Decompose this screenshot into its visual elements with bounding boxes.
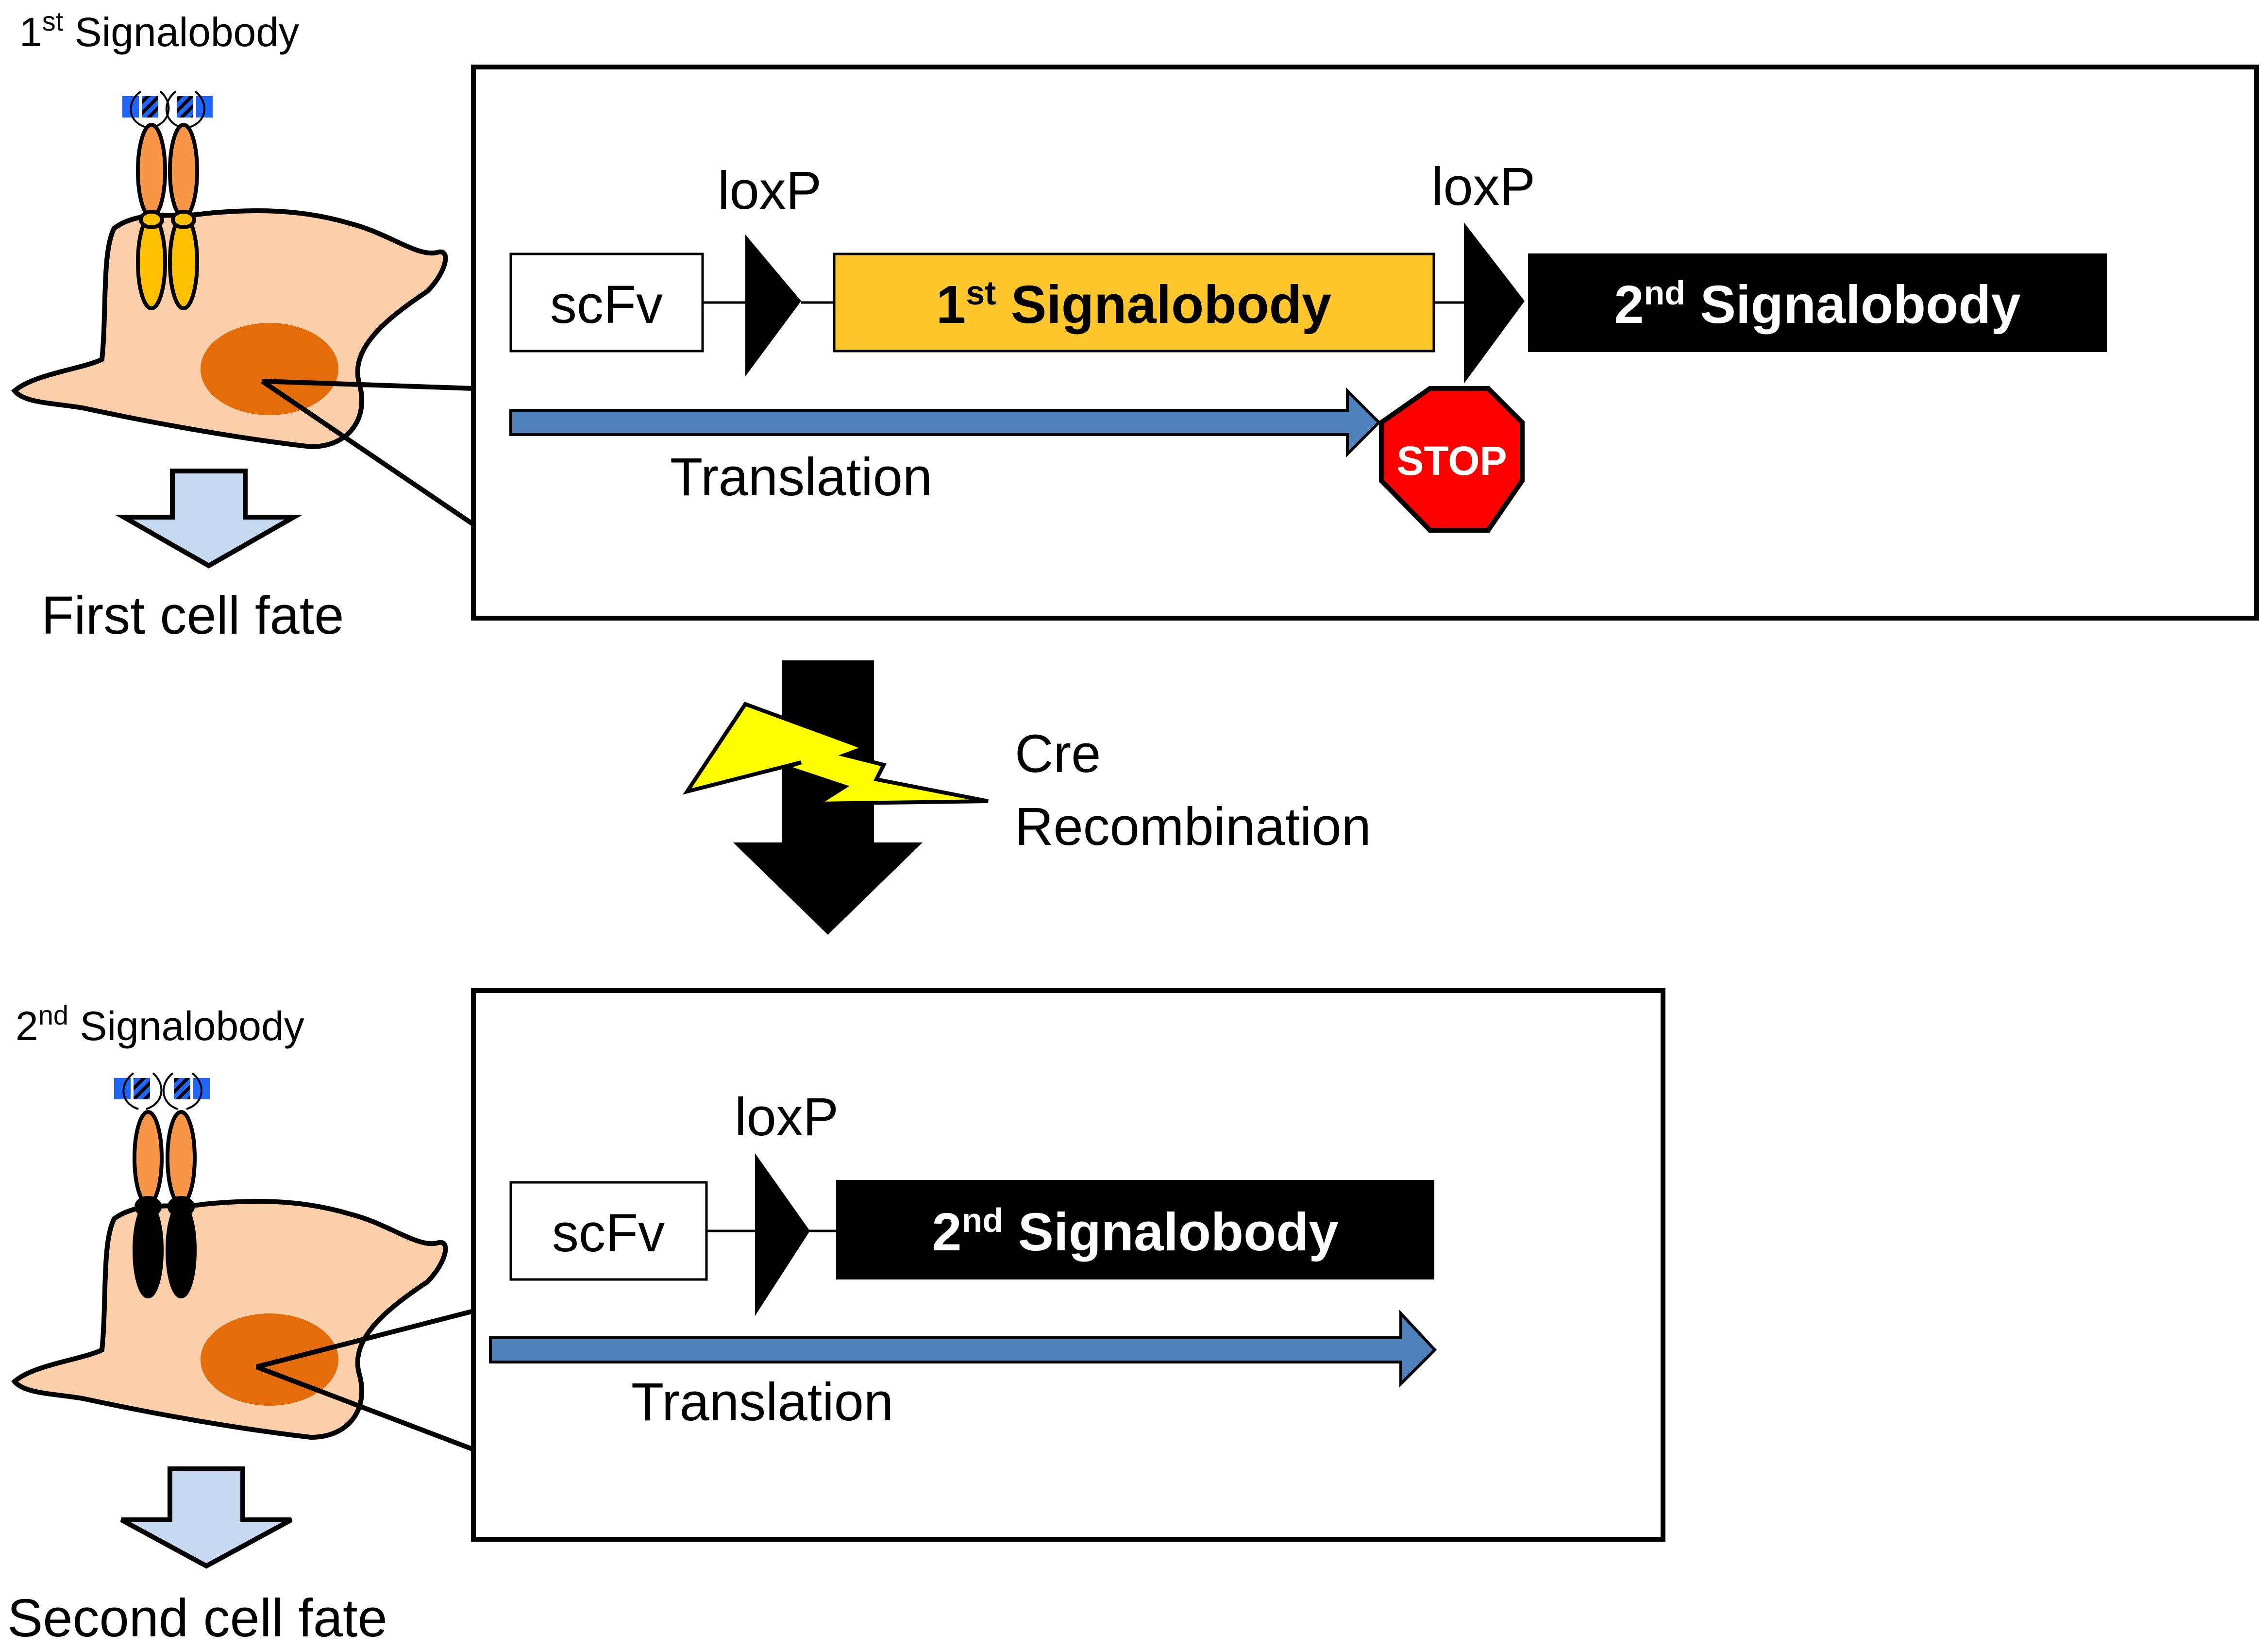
second-antigen-tags [114, 1072, 210, 1110]
top-second-signalobody-gene-label: 2nd Signalobody [1614, 274, 2020, 335]
top-scfv-box [509, 252, 704, 353]
first-signalobody-cell-label: 1st Signalobody [19, 6, 299, 55]
bottom-zoom-line-lower [255, 1364, 474, 1452]
first-antigen-tags [122, 90, 213, 128]
top-loxp-right-triangle [1464, 222, 1525, 384]
top-loxp-left-label: loxP [718, 161, 822, 220]
top-section: 1st Signalobody First cell fate [11, 6, 2259, 645]
cre-label: Cre [1015, 724, 1101, 784]
stop-sign-icon: STOP [1379, 386, 1525, 533]
second-cell-body [11, 1199, 448, 1440]
recombination-label: Recombination [1015, 797, 1371, 857]
top-second-signalobody-gene [1528, 253, 2107, 352]
bottom-translation-arrow [489, 1310, 1437, 1388]
bottom-loxp-triangle [755, 1153, 810, 1316]
first-fate-arrow [115, 469, 303, 569]
bottom-translation-label: Translation [631, 1372, 893, 1432]
top-zoom-line-lower [261, 379, 475, 527]
first-cell-body [11, 208, 448, 450]
top-zoom-line-upper [262, 379, 474, 391]
first-cell-nucleus [201, 323, 338, 415]
second-signalobody-cell-label: 2nd Signalobody [16, 1000, 304, 1049]
second-cell-fate-label: Second cell fate [7, 1588, 387, 1648]
bottom-scfv-box [509, 1181, 708, 1281]
first-receptor-pair [136, 123, 199, 310]
bottom-scfv-label: scFv [552, 1203, 665, 1263]
top-translation-arrow [509, 387, 1381, 458]
top-loxp-left-triangle [745, 235, 801, 376]
top-scfv-label: scFv [550, 275, 663, 335]
bottom-loxp-label: loxP [735, 1087, 839, 1147]
first-cell-fate-label: First cell fate [41, 586, 344, 645]
bottom-section: 2nd Signalobody Second cell fate [7, 988, 1665, 1648]
top-first-signalobody-gene [833, 252, 1435, 353]
second-receptor-pair [133, 1110, 197, 1298]
lightning-bolt-icon [682, 702, 989, 806]
bottom-zoom-line-upper [255, 1309, 474, 1369]
top-loxp-right-label: loxP [1431, 157, 1535, 217]
top-first-signalobody-gene-label: 1st Signalobody [936, 274, 1331, 335]
bottom-second-signalobody-gene-label: 2nd Signalobody [932, 1201, 1338, 1262]
second-fate-arrow [120, 1466, 293, 1569]
bottom-second-signalobody-gene [836, 1180, 1434, 1279]
top-translation-label: Translation [670, 447, 932, 507]
stop-sign-label: STOP [1396, 438, 1507, 484]
cre-recombination-step: Cre Recombination [682, 660, 1371, 935]
